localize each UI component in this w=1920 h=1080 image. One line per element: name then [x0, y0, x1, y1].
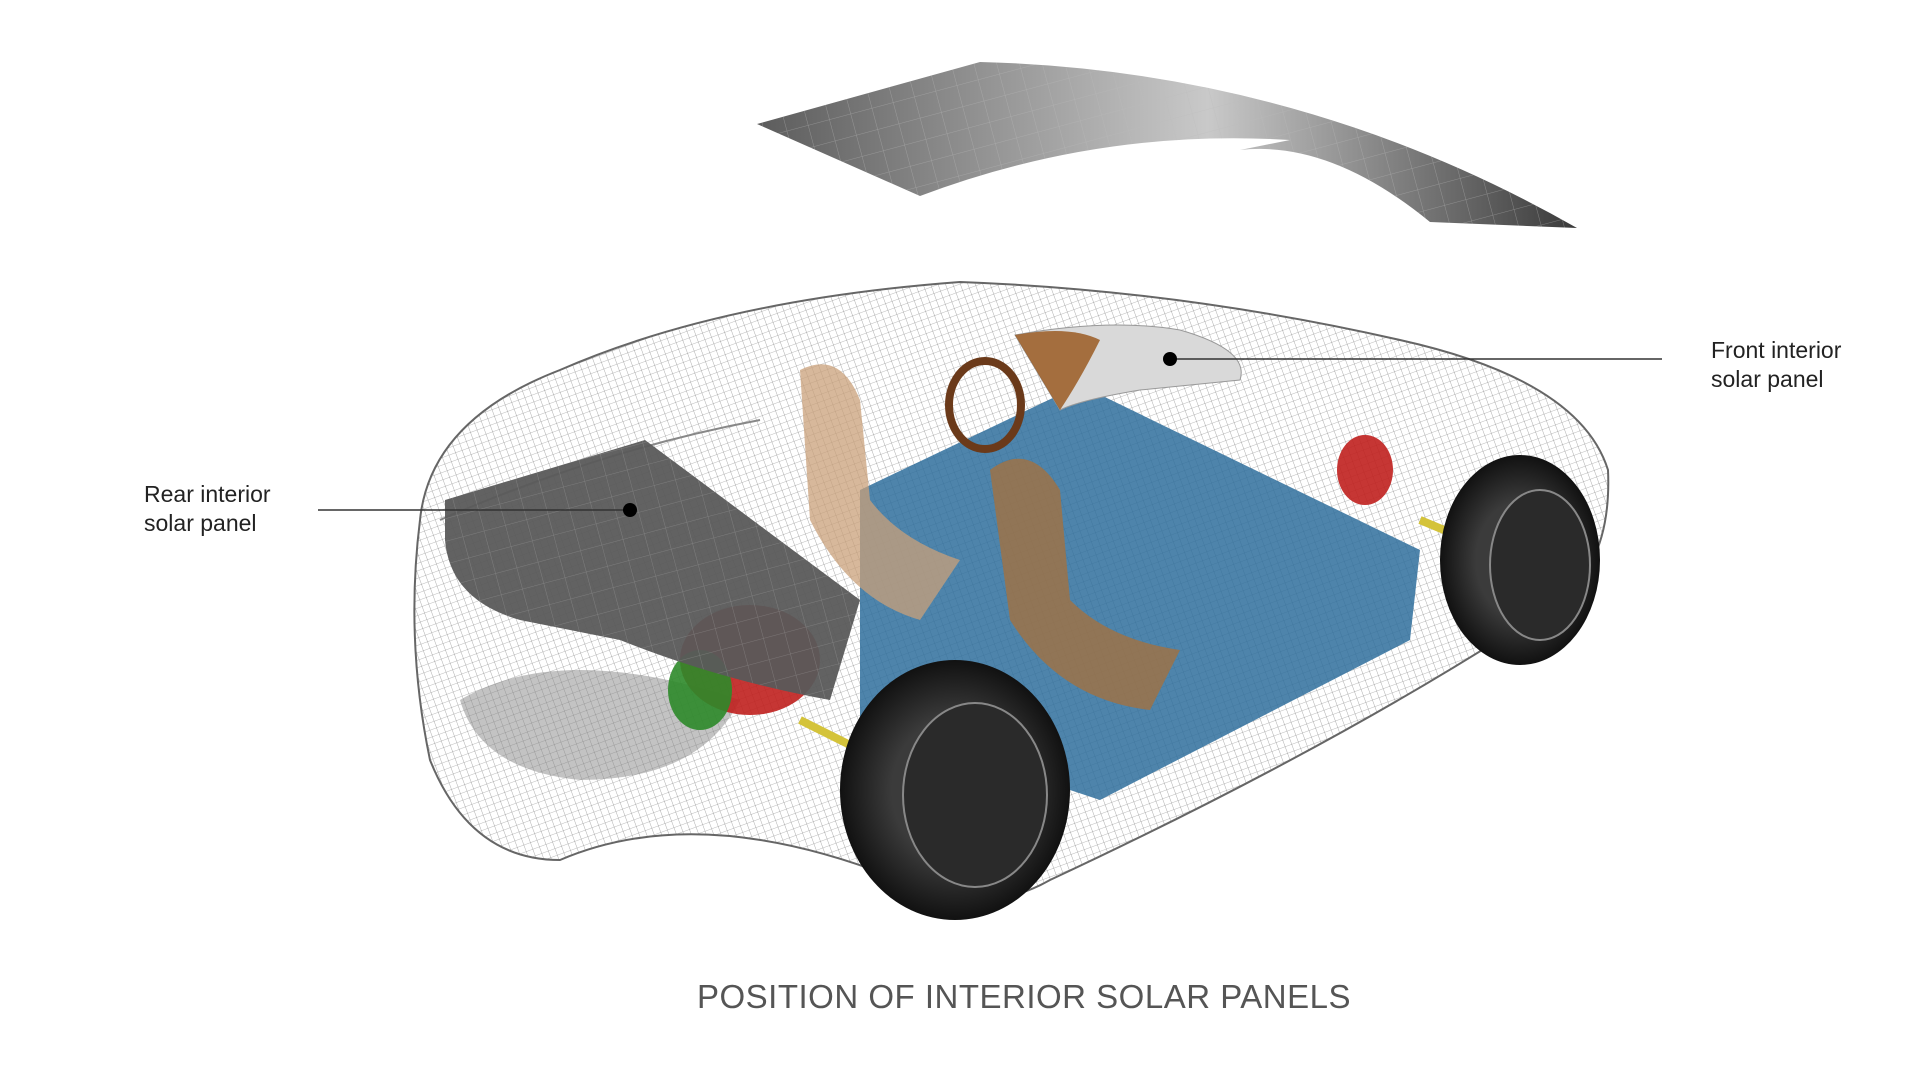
rear-left-wheel	[840, 660, 1070, 920]
roof-solar-panel	[757, 62, 1577, 228]
diagram-title: POSITION OF INTERIOR SOLAR PANELS	[696, 978, 1351, 1015]
rear-callout-dot	[623, 503, 637, 517]
dashboard	[1015, 331, 1100, 410]
seat	[990, 458, 1180, 710]
rear-label-line1: Rear interior	[144, 481, 271, 507]
rear-panel-label: Rear interior solar panel	[144, 480, 271, 538]
seat	[800, 364, 960, 620]
front-label-line1: Front interior	[1711, 337, 1842, 363]
front-panel-label: Front interior solar panel	[1711, 336, 1841, 394]
front-motor	[1337, 435, 1393, 505]
front-callout-dot	[1163, 352, 1177, 366]
front-label-line2: solar panel	[1711, 366, 1824, 392]
rear-interior-solar-panel	[445, 440, 860, 700]
steering-wheel	[945, 357, 1025, 453]
rear-label-line2: solar panel	[144, 510, 257, 536]
front-left-wheel	[1440, 455, 1600, 665]
